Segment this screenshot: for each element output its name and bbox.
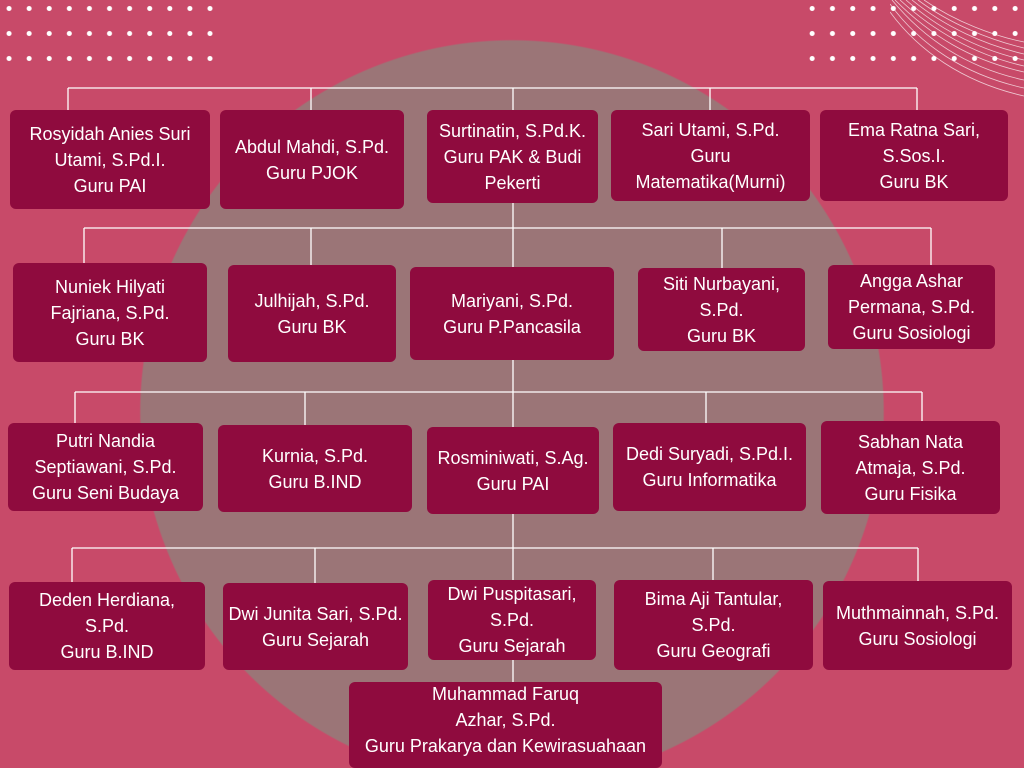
member-role-line: Guru Fisika	[864, 483, 957, 504]
member-name-line: S.Pd.	[84, 616, 130, 636]
member-name-line: S.Pd.	[699, 299, 744, 320]
dot-grid-top-left	[0, 0, 213, 71]
member-role-line: Guru PAI	[73, 175, 147, 196]
wave-line	[923, 0, 1024, 43]
member-role-line: Guru Sejarah	[458, 636, 566, 656]
member-card: Dwi Puspitasari, S.Pd. Guru Sejarah	[428, 580, 596, 660]
member-name-line: S.Pd.	[691, 615, 736, 635]
member-role-line: Guru B.IND	[60, 642, 154, 662]
wave-line	[890, 3, 1024, 89]
wave-line	[911, 0, 1024, 55]
member-role-line: Guru Sejarah	[261, 629, 370, 650]
member-name-line: Angga Ashar	[859, 271, 964, 291]
member-name-line: Atmaja, S.Pd.	[855, 457, 966, 478]
member-card: Dwi Junita Sari, S.Pd. Guru Sejarah	[223, 583, 408, 670]
member-name-line: Mariyani, S.Pd.	[450, 290, 574, 311]
member-name-line: Ema Ratna Sari,	[847, 119, 981, 140]
decorative-waves	[890, 0, 1024, 97]
member-role-line: Guru PAI	[476, 473, 550, 494]
member-name-line: Permana, S.Pd.	[847, 297, 976, 317]
wave-line	[905, 0, 1024, 61]
member-role-line: Guru Seni Budaya	[31, 483, 180, 503]
member-role-line: Guru BK	[686, 325, 757, 346]
member-card: Muthmainnah, S.Pd. Guru Sosiologi	[823, 581, 1012, 670]
member-name-line: Sari Utami, S.Pd.	[641, 119, 780, 140]
member-name-line: Surtinatin, S.Pd.K.	[438, 120, 587, 141]
member-card: Sari Utami, S.Pd. Guru Matematika(Murni)	[611, 110, 810, 201]
member-name-line: Nuniek Hilyati	[54, 276, 166, 297]
member-role-line: Guru BK	[879, 171, 949, 192]
member-card: Ema Ratna Sari, S.Sos.I. Guru BK	[820, 110, 1008, 201]
member-name-line: S.Pd.	[489, 610, 535, 630]
member-name-line: Dwi Puspitasari,	[447, 584, 577, 604]
member-name-line: Putri Nandia	[55, 431, 156, 451]
wave-line	[894, 0, 1024, 73]
member-role-line: Guru Sosiologi	[852, 323, 971, 343]
member-card: Sabhan Nata Atmaja, S.Pd. Guru Fisika	[821, 421, 1000, 514]
dot-grid-top-right	[802, 0, 1024, 71]
member-role-line: Guru PJOK	[265, 162, 359, 183]
member-name-line: Azhar, S.Pd.	[455, 710, 556, 730]
member-role-line: Guru B.IND	[268, 471, 362, 492]
member-card: Rosyidah Anies Suri Utami, S.Pd.I. Guru …	[10, 110, 210, 209]
member-name-line: S.Sos.I.	[882, 145, 946, 166]
member-role-line: Pekerti	[484, 172, 541, 193]
member-role-line: Guru Geografi	[656, 641, 771, 661]
member-card: Surtinatin, S.Pd.K. Guru PAK & Budi Peke…	[427, 110, 598, 203]
member-name-line: Siti Nurbayani,	[662, 273, 781, 294]
member-role-line: Guru BK	[277, 316, 347, 337]
member-role-line: Guru PAK & Budi	[443, 146, 582, 167]
member-role-line: Guru BK	[75, 328, 145, 349]
wave-line	[899, 0, 1024, 67]
member-card: Muhammad Faruq Azhar, S.Pd. Guru Prakary…	[349, 682, 662, 768]
member-card: Siti Nurbayani, S.Pd. Guru BK	[638, 268, 805, 351]
member-role-line: Guru Sosiologi	[858, 628, 977, 649]
member-name-line: Sabhan Nata	[857, 431, 964, 452]
member-role-line: Matematika(Murni)	[635, 171, 786, 192]
member-card: Bima Aji Tantular, S.Pd. Guru Geografi	[614, 580, 813, 670]
wave-line	[917, 0, 1024, 49]
member-card: Angga Ashar Permana, S.Pd. Guru Sosiolog…	[828, 265, 995, 349]
member-card: Abdul Mahdi, S.Pd. Guru PJOK	[220, 110, 404, 209]
member-card: Mariyani, S.Pd. Guru P.Pancasila	[410, 267, 614, 360]
member-name-line: Abdul Mahdi, S.Pd.	[234, 136, 390, 157]
member-name-line: Dwi Junita Sari, S.Pd.	[228, 603, 403, 624]
member-card: Nuniek Hilyati Fajriana, S.Pd. Guru BK	[13, 263, 207, 362]
member-name-line: Muthmainnah, S.Pd.	[835, 602, 1000, 623]
member-card: Putri Nandia Septiawani, S.Pd. Guru Seni…	[8, 423, 203, 511]
member-card: Kurnia, S.Pd. Guru B.IND	[218, 425, 412, 512]
wave-line	[891, 0, 1024, 81]
member-name-line: Rosyidah Anies Suri	[29, 123, 191, 144]
member-name-line: Rosminiwati, S.Ag.	[437, 447, 589, 468]
member-name-line: Septiawani, S.Pd.	[34, 457, 177, 477]
member-name-line: Kurnia, S.Pd.	[261, 445, 369, 466]
member-name-line: Bima Aji Tantular,	[644, 589, 783, 609]
member-card: Julhijah, S.Pd. Guru BK	[228, 265, 396, 362]
member-card: Deden Herdiana, S.Pd. Guru B.IND	[9, 582, 205, 670]
member-name-line: Muhammad Faruq	[431, 684, 580, 704]
member-card: Rosminiwati, S.Ag. Guru PAI	[427, 427, 599, 514]
member-card: Dedi Suryadi, S.Pd.I. Guru Informatika	[613, 423, 806, 511]
member-name-line: Julhijah, S.Pd.	[254, 290, 370, 311]
member-name-line: Deden Herdiana,	[38, 590, 176, 610]
member-name-line: Fajriana, S.Pd.	[50, 302, 170, 323]
member-name-line: Dedi Suryadi, S.Pd.I.	[625, 444, 794, 464]
member-role-line: Guru Informatika	[642, 470, 777, 490]
member-role-line: Guru P.Pancasila	[443, 316, 581, 337]
member-role-line: Guru Prakarya dan Kewirasuahaan	[364, 736, 647, 756]
member-role-line: Guru	[690, 145, 731, 166]
wave-line	[890, 11, 1024, 97]
member-name-line: Utami, S.Pd.I.	[54, 149, 166, 170]
